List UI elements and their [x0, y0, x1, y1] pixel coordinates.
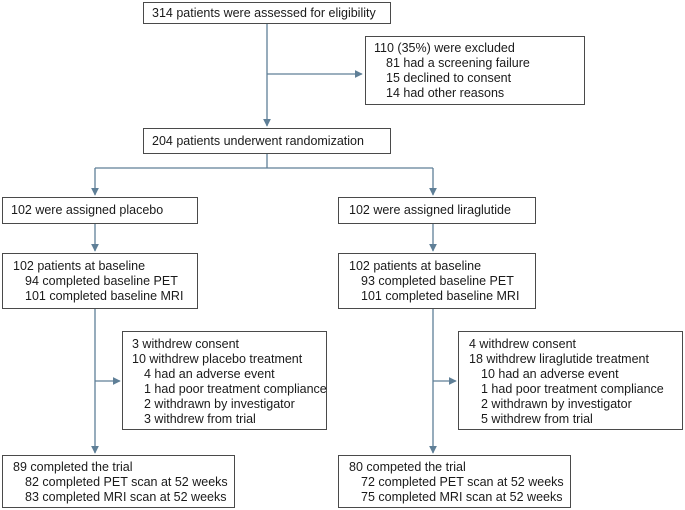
- liraglutide-withdrawn-sub: 2 withdrawn by investigator: [481, 397, 632, 411]
- placebo-assigned-box: 102 were assigned placebo: [2, 197, 198, 224]
- placebo-withdrawn-sub: 2 withdrawn by investigator: [144, 397, 295, 411]
- liraglutide-completed-item: 72 completed PET scan at 52 weeks: [361, 475, 564, 489]
- excluded-item: 15 declined to consent: [386, 71, 512, 85]
- excluded-title: 110 (35%) were excluded: [374, 41, 515, 55]
- placebo-withdrawn-box: 3 withdrew consent 10 withdrew placebo t…: [122, 331, 327, 430]
- liraglutide-assigned-label: 102 were assigned liraglutide: [349, 203, 511, 217]
- placebo-completed-title: 89 completed the trial: [13, 460, 133, 474]
- liraglutide-completed-title: 80 competed the trial: [349, 460, 466, 474]
- liraglutide-baseline-title: 102 patients at baseline: [349, 259, 482, 273]
- liraglutide-completed-item: 75 completed MRI scan at 52 weeks: [361, 490, 563, 504]
- excluded-item: 14 had other reasons: [386, 86, 505, 100]
- liraglutide-completed-box: 80 competed the trial 72 completed PET s…: [338, 455, 571, 508]
- placebo-assigned-label: 102 were assigned placebo: [11, 203, 164, 217]
- placebo-baseline-item: 101 completed baseline MRI: [25, 289, 184, 303]
- placebo-withdrawn-sub: 1 had poor treatment compliance: [144, 382, 327, 396]
- placebo-baseline-box: 102 patients at baseline 94 completed ba…: [2, 253, 198, 309]
- placebo-baseline-item: 94 completed baseline PET: [25, 274, 178, 288]
- liraglutide-baseline-item: 93 completed baseline PET: [361, 274, 514, 288]
- eligibility-box: 314 patients were assessed for eligibili…: [143, 2, 391, 24]
- placebo-withdrawn-sub: 4 had an adverse event: [144, 367, 275, 381]
- placebo-completed-item: 82 completed PET scan at 52 weeks: [25, 475, 228, 489]
- liraglutide-baseline-box: 102 patients at baseline 93 completed ba…: [338, 253, 536, 309]
- placebo-completed-item: 83 completed MRI scan at 52 weeks: [25, 490, 227, 504]
- eligibility-title: 314 patients were assessed for eligibili…: [152, 6, 376, 20]
- liraglutide-assigned-box: 102 were assigned liraglutide: [338, 197, 536, 224]
- liraglutide-withdrawn-sub: 10 had an adverse event: [481, 367, 619, 381]
- placebo-withdrawn-sub: 3 withdrew from trial: [144, 412, 256, 426]
- placebo-baseline-title: 102 patients at baseline: [13, 259, 146, 273]
- liraglutide-withdrawn-sub: 5 withdrew from trial: [481, 412, 593, 426]
- randomization-box: 204 patients underwent randomization: [143, 128, 391, 154]
- randomization-title: 204 patients underwent randomization: [152, 134, 364, 148]
- placebo-withdrawn-line: 3 withdrew consent: [132, 337, 240, 351]
- liraglutide-withdrawn-line: 18 withdrew liraglutide treatment: [469, 352, 649, 366]
- liraglutide-withdrawn-sub: 1 had poor treatment compliance: [481, 382, 664, 396]
- liraglutide-withdrawn-box: 4 withdrew consent 18 withdrew liragluti…: [458, 331, 683, 430]
- liraglutide-baseline-item: 101 completed baseline MRI: [361, 289, 520, 303]
- placebo-withdrawn-line: 10 withdrew placebo treatment: [132, 352, 303, 366]
- excluded-box: 110 (35%) were excluded 81 had a screeni…: [365, 36, 585, 105]
- placebo-completed-box: 89 completed the trial 82 completed PET …: [2, 455, 235, 508]
- liraglutide-withdrawn-line: 4 withdrew consent: [469, 337, 577, 351]
- excluded-item: 81 had a screening failure: [386, 56, 530, 70]
